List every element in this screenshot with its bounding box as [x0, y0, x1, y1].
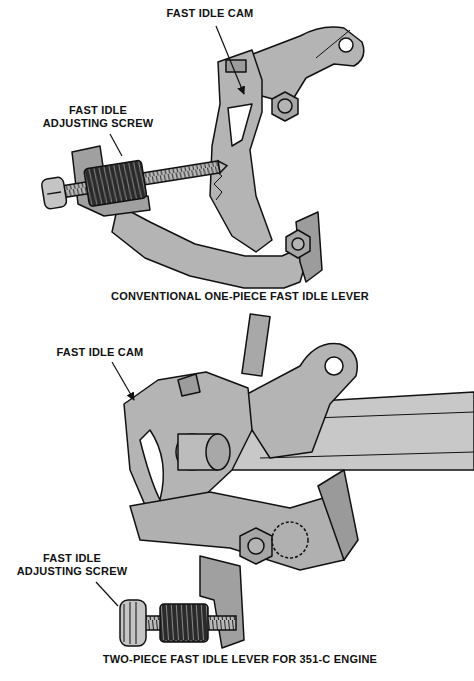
one-piece-lever-assembly: [72, 27, 364, 288]
part-label: FAST IDLE ADJUSTING SCREW: [12, 552, 132, 578]
adjusting-screw: [120, 600, 236, 646]
leader-line: [112, 362, 134, 400]
part-label: FAST IDLE ADJUSTING SCREW: [38, 104, 158, 130]
part-label: FAST IDLE CAM: [40, 346, 160, 359]
leader-line: [216, 26, 244, 94]
figure-caption: TWO-PIECE FAST IDLE LEVER FOR 351-C ENGI…: [30, 653, 450, 666]
leader-line: [110, 134, 122, 156]
part-label: FAST IDLE CAM: [150, 7, 270, 20]
two-piece-lever-assembly: [124, 314, 474, 648]
adjusting-screw: [40, 147, 230, 214]
figure-caption: CONVENTIONAL ONE-PIECE FAST IDLE LEVER: [80, 290, 400, 303]
leader-line: [96, 582, 118, 606]
